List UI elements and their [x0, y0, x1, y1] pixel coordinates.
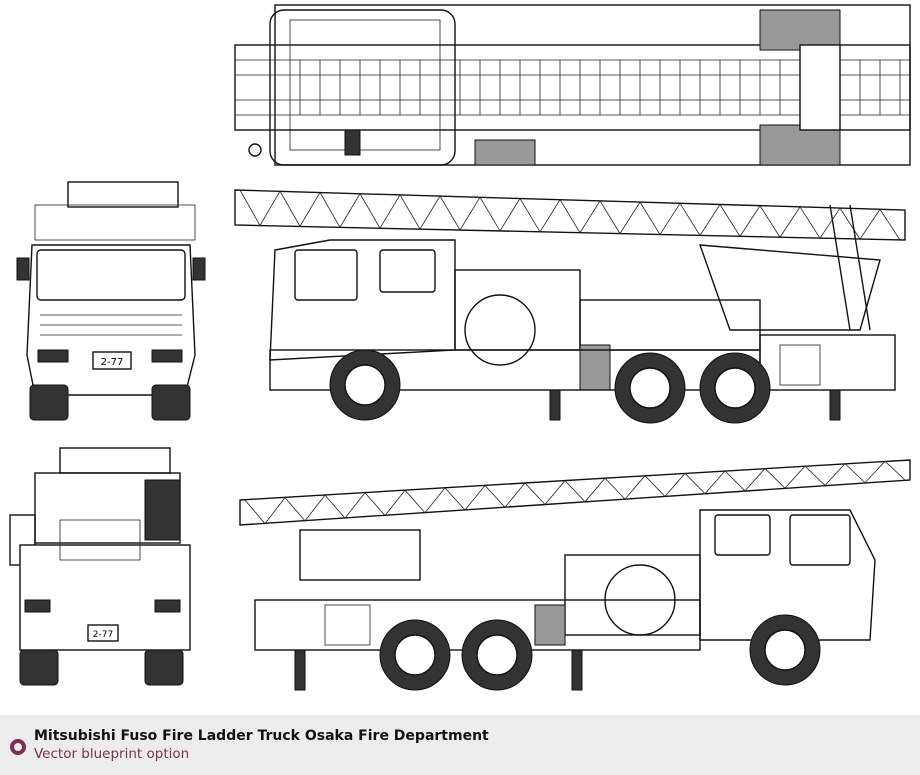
front-view: 2-77: [16, 181, 206, 421]
blueprint-drawing: 2-77 2-77: [9, 4, 911, 691]
rear-view: 2-77: [9, 447, 191, 686]
left-side-view: [239, 459, 911, 691]
right-side-view: [234, 189, 906, 424]
caption-subtitle[interactable]: Vector blueprint option: [34, 746, 190, 762]
ring-bullet-icon: [10, 739, 26, 755]
front-plate-text: 2-77: [101, 357, 124, 368]
rear-plate-text: 2-77: [93, 630, 113, 640]
caption-title[interactable]: Mitsubishi Fuso Fire Ladder Truck Osaka …: [34, 728, 489, 744]
top-view: [234, 4, 911, 166]
caption-bar: Mitsubishi Fuso Fire Ladder Truck Osaka …: [0, 715, 920, 775]
